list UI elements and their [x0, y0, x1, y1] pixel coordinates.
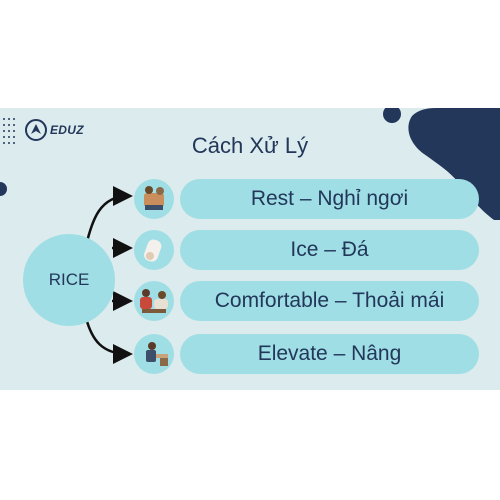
- rice-item-label: Rest – Nghỉ ngơi: [250, 187, 409, 210]
- elevated-leg-icon: [134, 334, 174, 374]
- rice-item-label: Elevate – Nâng: [257, 342, 402, 365]
- slide-title: Cách Xử Lý: [191, 133, 309, 158]
- care-person-icon: [134, 281, 174, 321]
- rice-item-comfortable: Comfortable – Thoải mái: [180, 281, 479, 321]
- rice-item-elevate: Elevate – Nâng: [180, 334, 479, 374]
- rice-hub: RICE: [23, 234, 115, 326]
- dot-pattern: [3, 118, 15, 144]
- rice-label: RICE: [48, 270, 90, 289]
- ice-pack-icon: [134, 230, 174, 270]
- decorative-dot: [383, 108, 401, 123]
- rice-item-ice: Ice – Đá: [180, 230, 479, 270]
- brand-logo: EDUZ: [24, 119, 84, 141]
- arrow-to-rest: [84, 186, 133, 247]
- infographic-slide: EDUZ Cách Xử Lý RICE: [0, 108, 500, 390]
- rice-item-label: Ice – Đá: [290, 238, 369, 261]
- resting-person-icon: [134, 179, 174, 219]
- rice-item-label: Comfortable – Thoải mái: [214, 289, 445, 312]
- brand-name: EDUZ: [50, 123, 84, 137]
- dot-pattern: [484, 172, 496, 198]
- rocket-icon: [25, 119, 47, 141]
- rice-item-rest: Rest – Nghỉ ngơi: [180, 179, 479, 219]
- decorative-dot: [0, 182, 7, 196]
- arrow-to-elevate: [84, 317, 133, 364]
